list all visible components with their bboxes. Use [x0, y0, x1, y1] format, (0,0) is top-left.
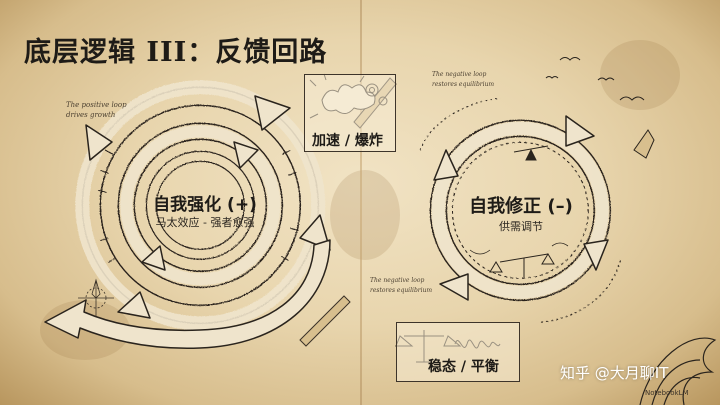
positive-loop-name: 自我强化 (+) — [150, 190, 260, 215]
positive-loop-note: The positive loop drives growth — [66, 100, 127, 120]
arrowhead — [566, 116, 594, 146]
arrowhead — [440, 274, 468, 300]
negative-loop-subtitle: 供需调节 — [476, 218, 566, 234]
negative-loop-note-top: The negative loop restores equilibrium — [432, 70, 494, 90]
page-title: 底层逻辑 III：反馈回路 — [24, 30, 327, 69]
negative-loop-note-bottom: The negative loop restores equilibrium — [370, 276, 432, 296]
negative-loop-name: 自我修正 (–) — [466, 192, 576, 218]
positive-loop-subtitle: 马太效应 - 强者愈强 — [140, 214, 270, 230]
acceleration-label: 加速 / 爆炸 — [312, 130, 383, 150]
watermark: 知乎 @大月聊IT — [560, 362, 668, 383]
equilibrium-label: 稳态 / 平衡 — [428, 356, 499, 376]
brand-label: NotebookLM — [645, 389, 689, 397]
